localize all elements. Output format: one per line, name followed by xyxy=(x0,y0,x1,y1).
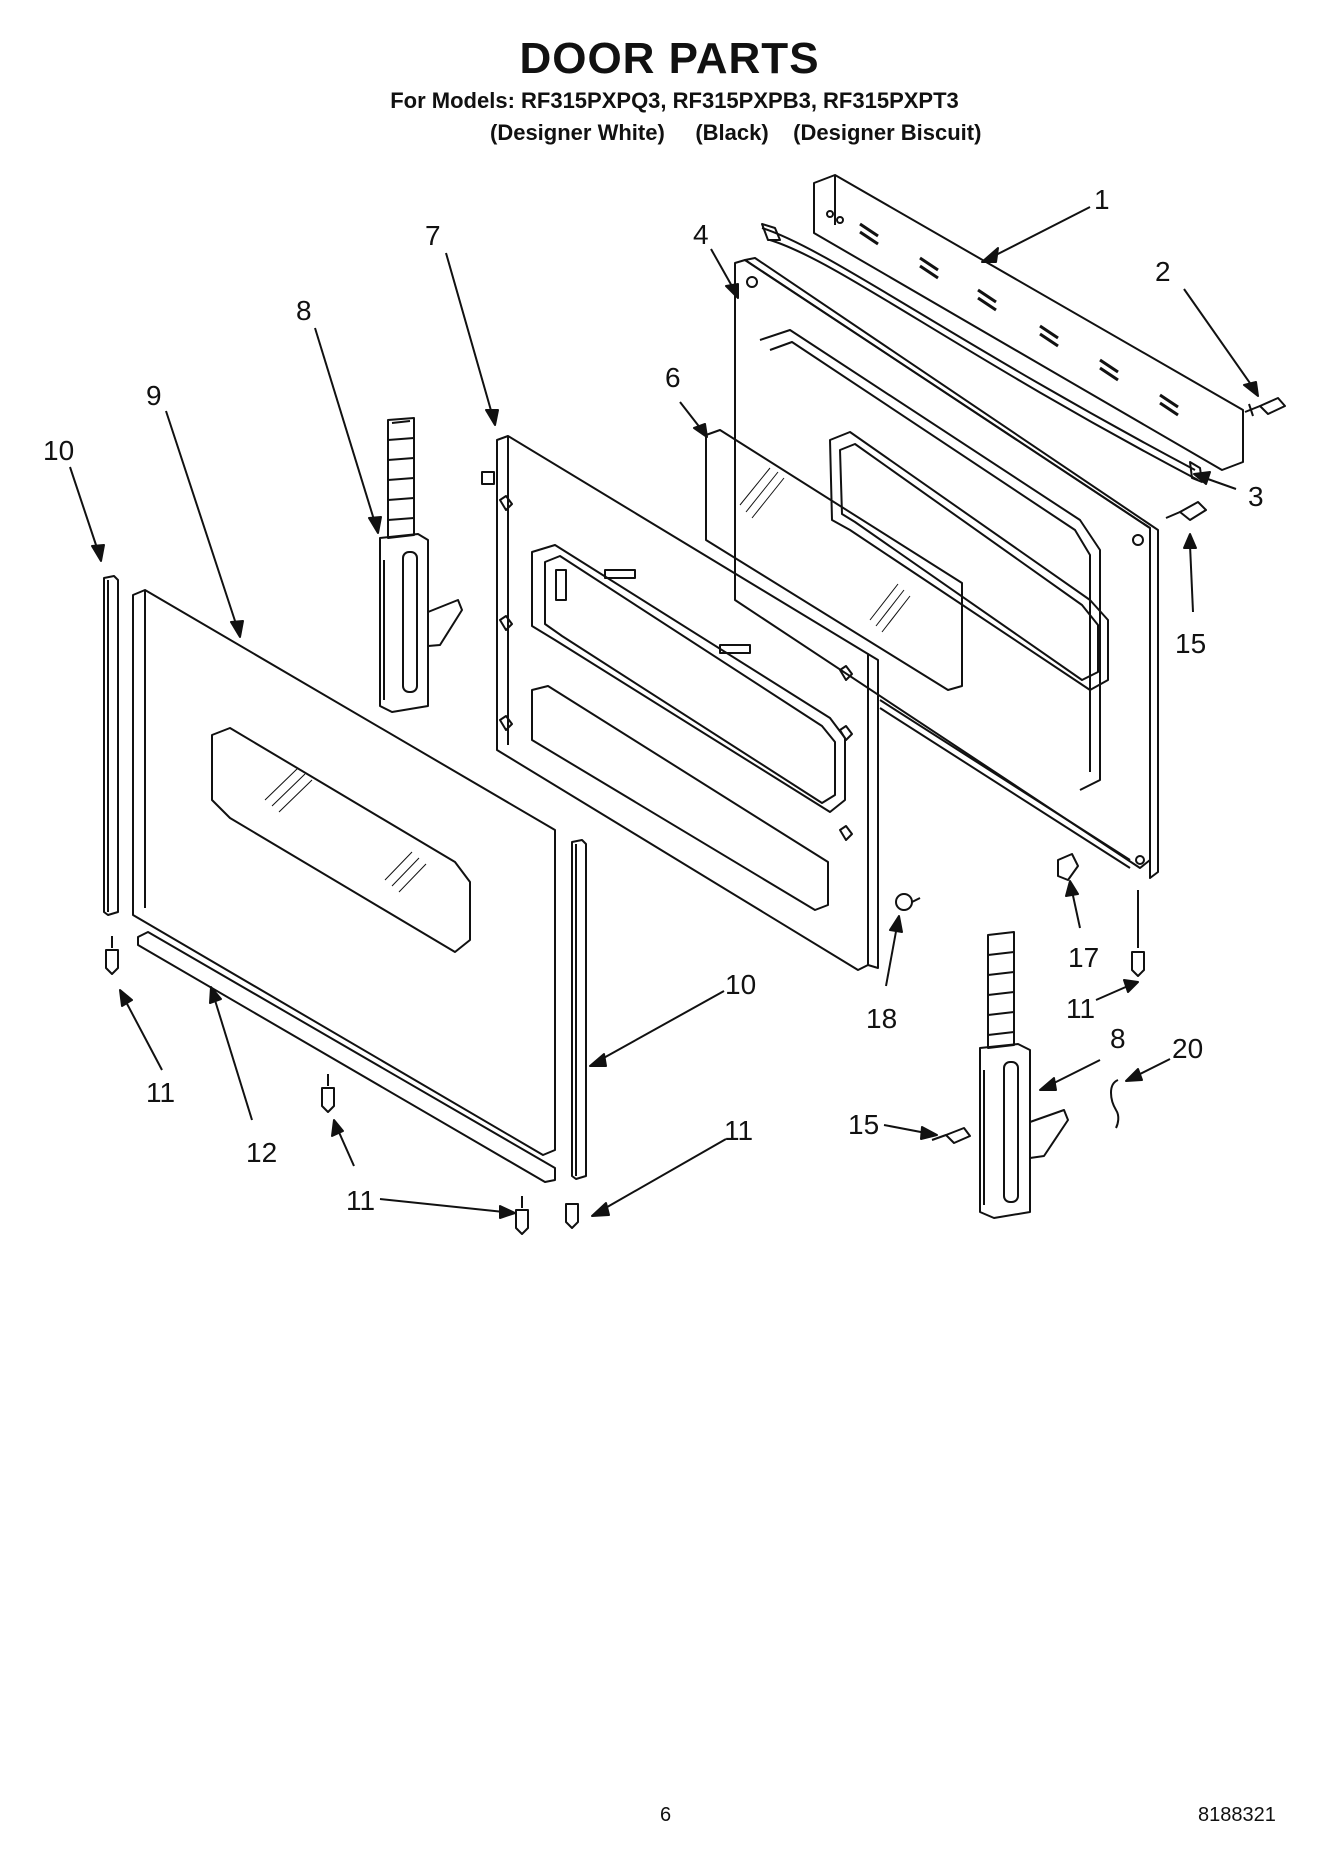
leader-lines xyxy=(69,206,1259,1219)
screw-right-panel xyxy=(1131,890,1145,977)
models-line: For Models: RF315PXPQ3, RF315PXPB3, RF31… xyxy=(390,88,959,113)
screw-left-trim xyxy=(105,936,119,975)
callout-10-right: 10 xyxy=(725,969,756,1000)
callout-17: 17 xyxy=(1068,942,1099,973)
callout-6: 6 xyxy=(665,362,681,393)
callout-15-lower: 15 xyxy=(848,1109,879,1140)
callout-1: 1 xyxy=(1094,184,1110,215)
part-vent-trim xyxy=(813,174,1244,471)
callout-7: 7 xyxy=(425,220,441,251)
button-18 xyxy=(895,893,921,911)
callout-11-left: 11 xyxy=(146,1077,175,1108)
screw-bottom-mid xyxy=(321,1074,335,1113)
callout-2: 2 xyxy=(1155,256,1171,287)
callout-8-lower: 8 xyxy=(1110,1023,1126,1054)
page-number: 6 xyxy=(660,1804,672,1826)
screw-bottom-right-1 xyxy=(515,1196,529,1235)
callout-4: 4 xyxy=(693,219,709,250)
callout-11-right-panel: 11 xyxy=(1066,993,1095,1024)
part-hinge-upper xyxy=(379,417,463,713)
part-door-handle xyxy=(761,223,1203,483)
page-title: DOOR PARTS xyxy=(519,34,820,83)
document-number: 8188321 xyxy=(1198,1804,1276,1826)
part-door-liner xyxy=(481,435,879,971)
part-outer-door-glass xyxy=(132,589,556,1156)
part-spring-clip xyxy=(1110,1079,1120,1129)
part-inner-door-panel xyxy=(734,257,1159,879)
callout-11-right: 11 xyxy=(724,1115,753,1146)
callout-10-left: 10 xyxy=(43,435,74,466)
callout-12: 12 xyxy=(246,1137,277,1168)
part-side-trim-right xyxy=(571,839,587,1180)
callout-labels: 1 2 3 4 6 7 8 9 10 15 17 18 11 10 12 11 … xyxy=(43,184,1264,1216)
part-side-trim-left xyxy=(103,575,119,916)
callout-20: 20 xyxy=(1172,1033,1203,1064)
callout-18: 18 xyxy=(866,1003,897,1034)
screw-15-upper xyxy=(1165,501,1207,521)
callout-11-bottom: 11 xyxy=(346,1185,375,1216)
part-hinge-lower xyxy=(979,931,1069,1219)
part-window-glass xyxy=(705,429,963,691)
callout-15-upper: 15 xyxy=(1175,628,1206,659)
callout-3: 3 xyxy=(1248,481,1264,512)
screw-15-lower xyxy=(931,1127,971,1144)
part-bottom-trim xyxy=(137,931,556,1183)
screw-bottom-right-2 xyxy=(565,1203,579,1229)
part-screw-2 xyxy=(1244,397,1286,417)
part-clip xyxy=(1057,853,1079,881)
part-screws xyxy=(105,501,1207,1235)
callout-8-upper: 8 xyxy=(296,295,312,326)
callout-9: 9 xyxy=(146,380,162,411)
colors-line: (Designer White) (Black) (Designer Biscu… xyxy=(490,120,982,145)
